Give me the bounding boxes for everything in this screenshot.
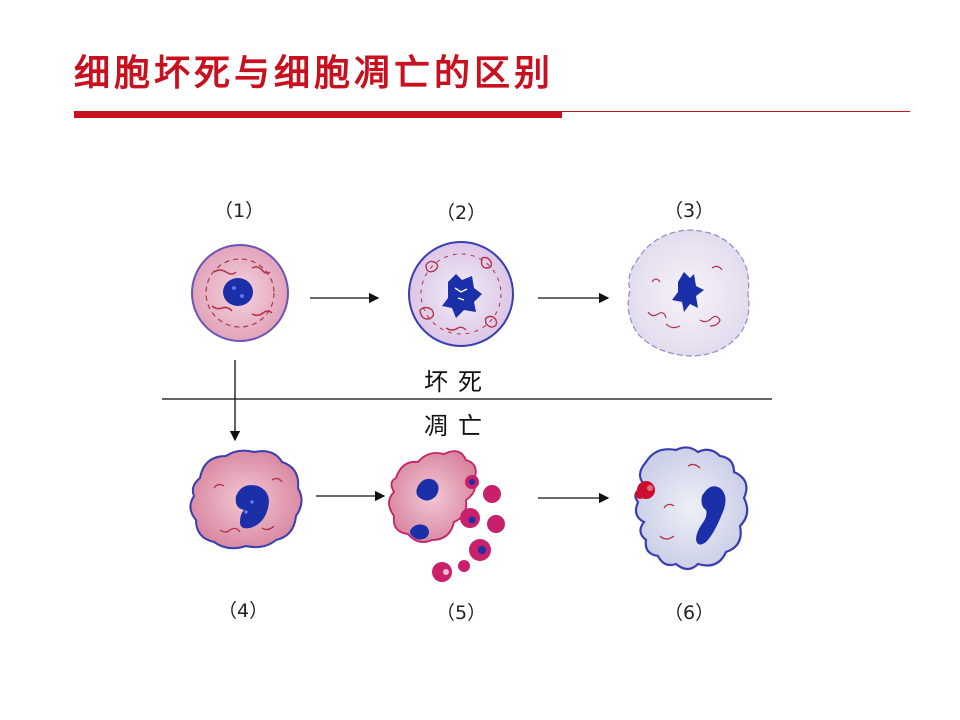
figure-label-5: （5） [436, 602, 487, 624]
apoptotic-body-vacuole [443, 569, 449, 575]
slide-title: 细胞坏死与细胞凋亡的区别 [74, 52, 555, 94]
cell-6-nucleus [696, 486, 726, 545]
pathway-label-apoptosis: 凋亡 [424, 412, 492, 440]
cell-3-ruptured [627, 229, 750, 357]
figure-label-2: （2） [436, 202, 487, 224]
cell-6-phagocytosis [634, 446, 749, 571]
figure-label-4: （4） [218, 600, 269, 622]
apoptotic-body [458, 560, 470, 572]
apoptotic-body-nucleus [478, 546, 486, 554]
pathway-label-necrosis: 坏死 [424, 368, 492, 396]
cell-4-nucleus [235, 485, 269, 529]
figure-label-3: （3） [664, 200, 715, 222]
figure-label-1: （1） [214, 200, 265, 222]
cell-4-shrinking [189, 449, 303, 550]
cell-2-swelling [408, 241, 514, 347]
engulfed-apoptotic-body-small [635, 489, 645, 499]
cell-5-nucleus-fragment-2 [410, 524, 429, 540]
cell-1-normal [191, 244, 289, 342]
apoptotic-body-nucleus [469, 479, 475, 485]
apoptotic-body-nucleus [468, 516, 476, 524]
apoptotic-body [487, 515, 505, 533]
cell-2-nucleus [442, 274, 482, 318]
cell-5-apoptotic-bodies [388, 450, 505, 582]
apoptotic-body [432, 562, 452, 582]
engulfed-apoptotic-body-core [647, 485, 653, 491]
cell-5-nucleus-fragment-1 [416, 478, 439, 501]
figure-label-6: （6） [664, 602, 715, 624]
cell-3-nucleus [672, 272, 704, 312]
title-rule-thick [74, 111, 562, 118]
apoptotic-body [483, 485, 501, 503]
cell-1-nucleus [223, 278, 253, 306]
